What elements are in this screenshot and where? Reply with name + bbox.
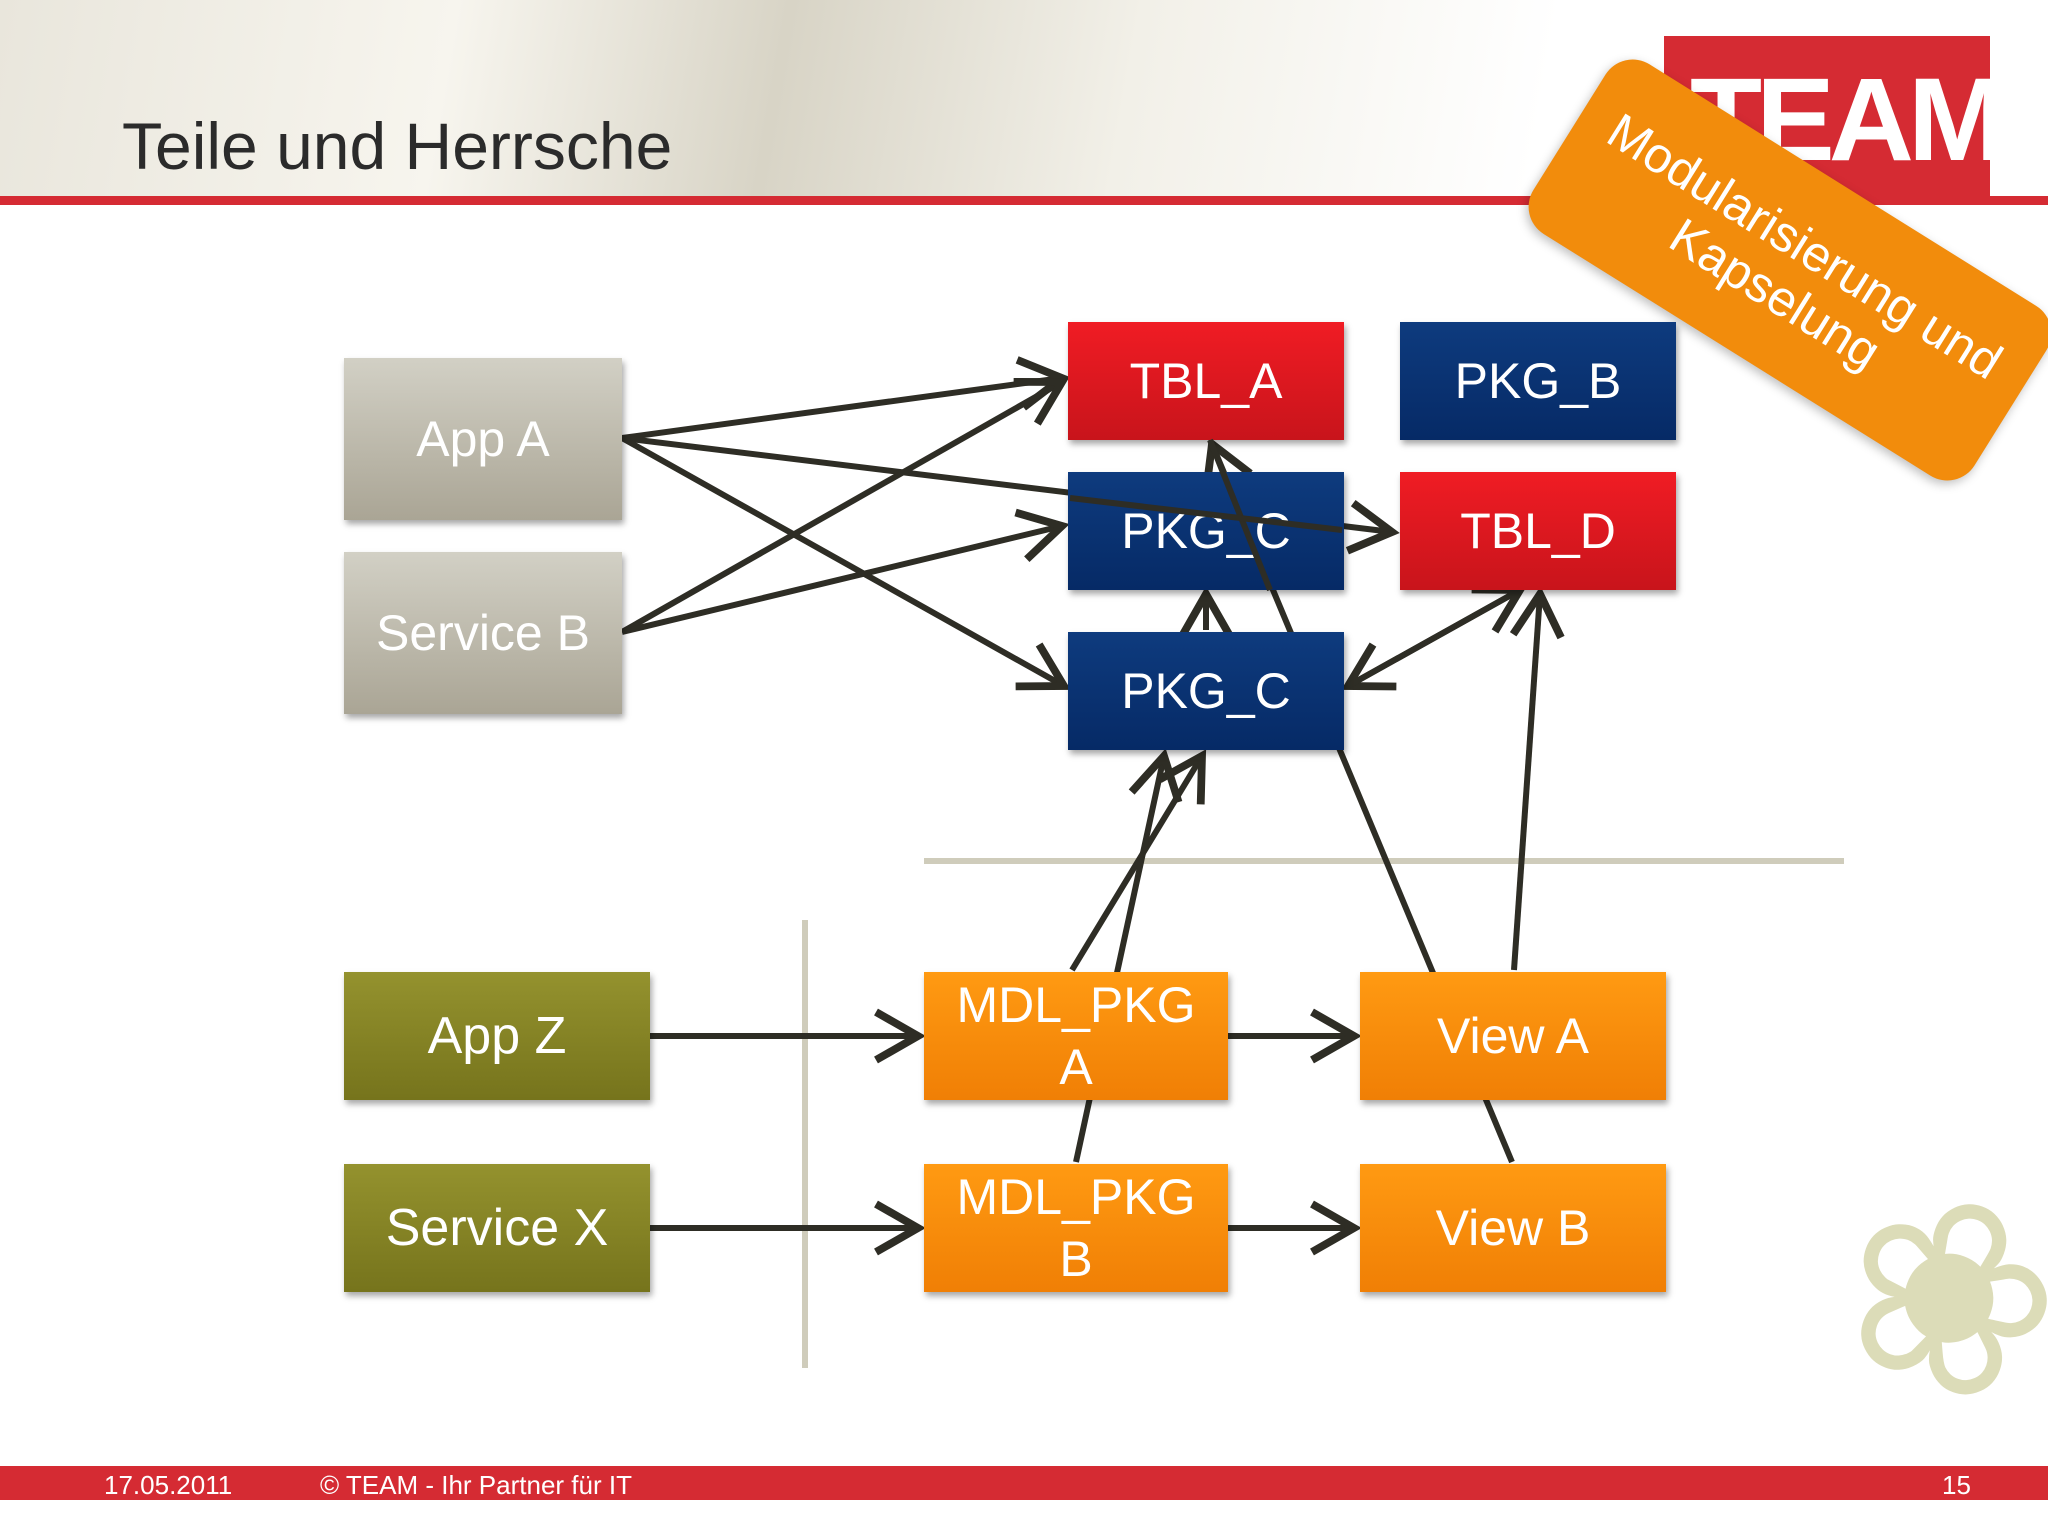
node-tbl-a-label: TBL_A [1129, 353, 1283, 409]
node-app-a-label: App A [416, 411, 550, 467]
arrow-mdlb-pkgc [1073, 748, 1183, 1163]
arrow-appa-pkgc [620, 435, 1071, 691]
node-tbl-a: TBL_A [1068, 322, 1344, 440]
footer-copyright: © TEAM - Ihr Partner für IT [320, 1470, 632, 1500]
bee-watermark-icon: ❀ [1797, 1122, 2048, 1470]
arrow-viewa-tbld [1509, 586, 1565, 971]
slide-title: Teile und Herrsche [122, 109, 673, 183]
arrow-serviceb-tbla [620, 377, 1069, 635]
node-view-a-label: View A [1437, 1008, 1589, 1064]
node-pkg-c-top-label: PKG_C [1121, 503, 1291, 559]
node-app-z: App Z [344, 972, 650, 1100]
node-view-b-label: View B [1435, 1200, 1591, 1256]
node-service-x: Service X [344, 1164, 650, 1292]
node-service-x-label: Service X [385, 1199, 609, 1257]
node-mdl-pkg-b: MDL_PKG B [924, 1164, 1228, 1292]
node-pkg-b: PKG_B [1400, 322, 1676, 440]
vertical-divider [802, 920, 808, 1368]
node-app-a: App A [344, 358, 622, 520]
footer-date: 17.05.2011 [104, 1470, 233, 1500]
footer-page-number: 15 [1942, 1470, 1971, 1500]
node-service-b-label: Service B [376, 605, 590, 661]
node-pkg-c-top: PKG_C [1068, 472, 1344, 590]
node-pkg-c: PKG_C [1068, 632, 1344, 750]
node-mdl-pkg-b-line2: B [1059, 1231, 1093, 1287]
node-pkg-b-label: PKG_B [1454, 353, 1622, 409]
node-app-z-label: App Z [427, 1007, 567, 1065]
header-rule [0, 196, 2048, 205]
node-view-b: View B [1360, 1164, 1666, 1292]
node-mdl-pkg-a-line1: MDL_PKG [956, 977, 1196, 1033]
arrow-tbld-pkgc [1341, 587, 1522, 691]
node-view-a: View A [1360, 972, 1666, 1100]
footer-bar [0, 1466, 2048, 1500]
node-mdl-pkg-b-line1: MDL_PKG [956, 1169, 1196, 1225]
node-pkg-c-label: PKG_C [1121, 663, 1291, 719]
arrow-serviceb-pkgc-top [621, 508, 1070, 635]
arrow-appa-tbla [621, 356, 1070, 441]
node-tbl-d: TBL_D [1400, 472, 1676, 590]
node-mdl-pkg-a: MDL_PKG A [924, 972, 1228, 1100]
horizontal-divider [924, 858, 1844, 864]
node-tbl-d-label: TBL_D [1460, 503, 1616, 559]
node-mdl-pkg-a-line2: A [1059, 1039, 1093, 1095]
node-service-b: Service B [344, 552, 622, 714]
